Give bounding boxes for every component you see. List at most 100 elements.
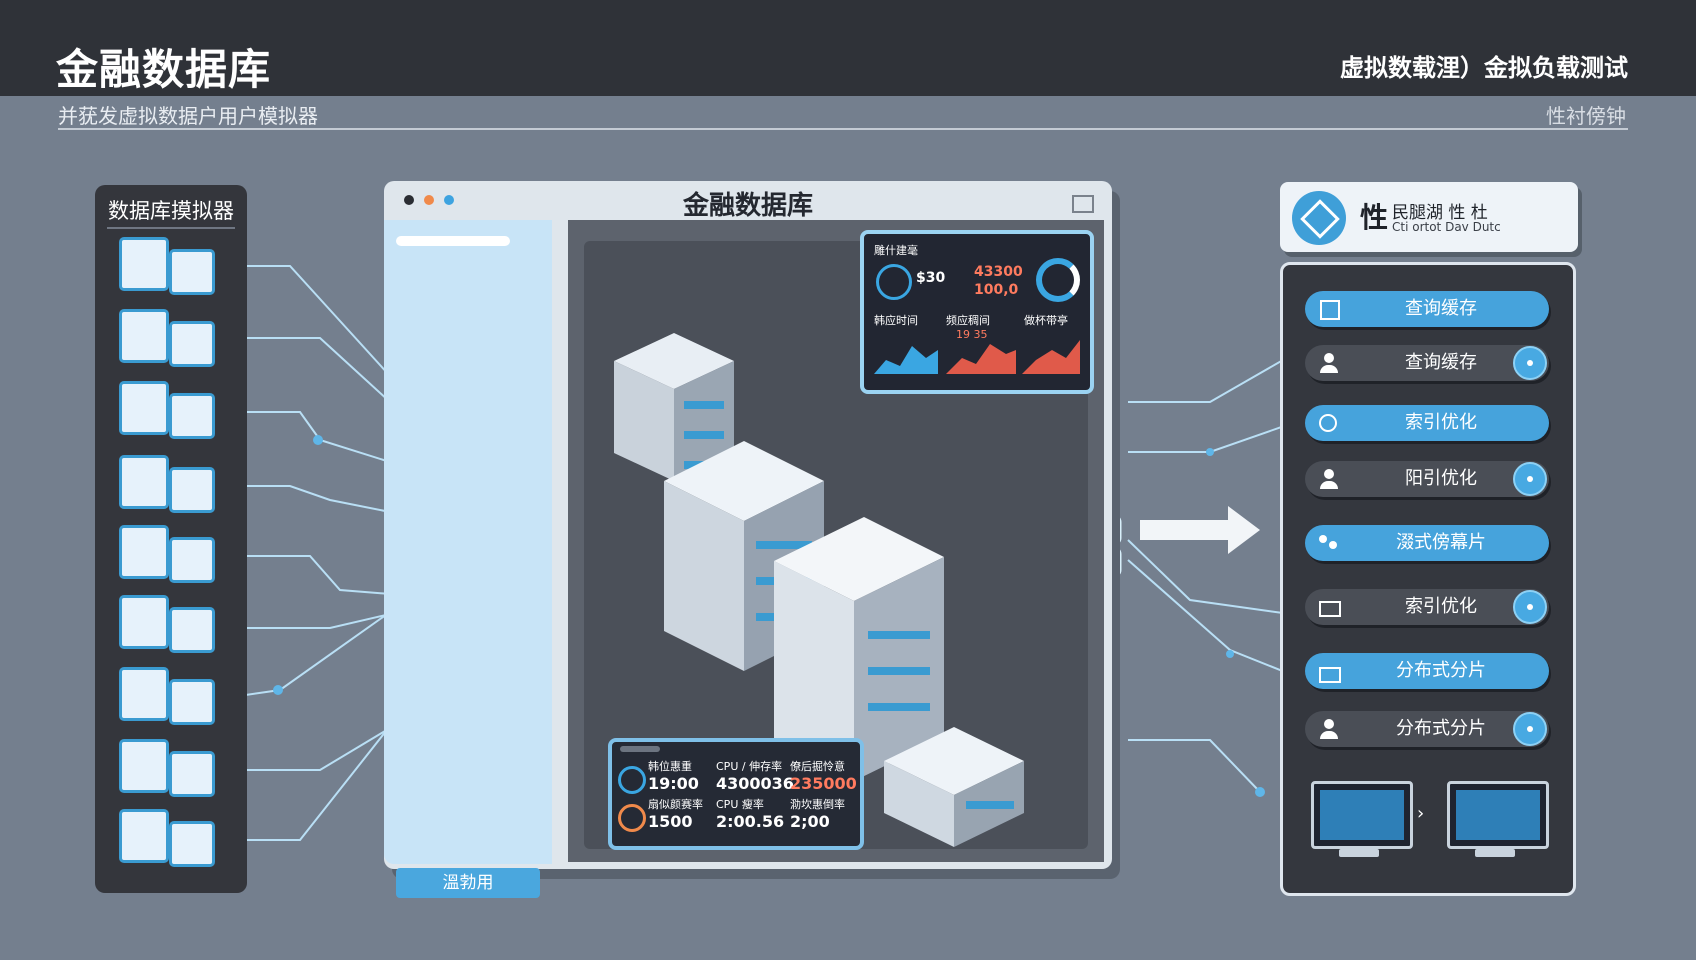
toggle-knob[interactable] [1513,590,1547,624]
window-dots-icon [620,746,660,752]
server-cluster-graphic [614,333,1024,847]
option-query-cache-toggle[interactable]: 查询缓存 [1305,345,1549,381]
user-card[interactable] [119,455,219,513]
option-label: 查询缓存 [1405,298,1477,319]
server-tower-icon [774,517,944,781]
option-distributed-sharding[interactable]: 分布式分片 [1305,653,1549,689]
user-avatar-icon [169,679,215,725]
start-button[interactable]: 溫勃用 [396,868,540,898]
user-icon [1317,351,1341,375]
database-cube-icon [1292,191,1346,245]
monitor-stand [1339,849,1379,857]
metric-label: CPU 瘦率 [716,798,764,811]
toggle-knob[interactable] [1513,712,1547,746]
user-simulator-title: 数据库摸拟器 [108,199,234,223]
user-avatar-icon [169,821,215,867]
panel-divider [107,227,235,229]
option-query-cache[interactable]: 查询缓存 [1305,291,1549,327]
report-icon [1317,297,1341,321]
optimization-panel: 查询缓存 查询缓存 索引优化 阳引优化 涰式傍幕片 索引优化 分布式分片 分布式… [1280,262,1576,896]
user-avatar-icon [119,739,169,793]
optimization-header: 性 民腿湖 性 杜 Cti ortot Dav Dutc [1280,182,1578,252]
option-label: 涰式傍幕片 [1396,532,1486,553]
metric-value: 2;00 [790,812,830,831]
metric-label: 扇似颜赛率 [648,798,703,811]
option-label: 索引优化 [1405,596,1477,617]
metric-value: $30 [916,270,946,286]
user-card[interactable] [119,809,219,867]
user-card[interactable] [119,739,219,797]
user-avatar-icon [119,237,169,291]
metric-value: 4300036 [716,774,794,793]
page-subtitle: 并莸发虚拟数据户用户模拟器 [58,104,318,128]
maximize-dot-icon[interactable] [444,195,454,205]
user-card[interactable] [119,237,219,295]
option-label: 查询缓存 [1405,352,1477,373]
metric-value: 2:00.56 [716,812,785,831]
monitor-icon [1447,781,1549,849]
metrics-dashboard-bottom: 韩位惠重 19:00 扇似颜赛率 1500 CPU / 伸存率 4300036 … [608,738,864,850]
minimize-dot-icon[interactable] [424,195,434,205]
user-card[interactable] [119,525,219,583]
dashboard-title: 雕什建毫 [874,244,918,257]
briefcase-icon [1317,659,1341,683]
option-label: 分布式分片 [1396,660,1486,681]
option-label: 索引优化 [1405,412,1477,433]
user-avatar-icon [119,525,169,579]
metric-value: 19:00 [648,774,699,793]
timer-icon [618,804,646,832]
donut-chart-icon [1036,258,1080,302]
window-title: 金融数据库 [682,191,813,221]
option-label: 阳引优化 [1405,468,1477,489]
metric-value: 1500 [648,812,693,831]
sidebar-header-bar [396,236,510,246]
user-avatar-icon [119,667,169,721]
rate-label: 频应稠间 [946,314,990,327]
metric-label: 泐坎惠倒率 [790,798,845,811]
close-dot-icon[interactable] [404,195,414,205]
user-avatar-icon [169,751,215,797]
client-sidebar: 溫勃用 [384,220,552,898]
page-title: 金融数据库 [56,45,272,94]
metric-label: 韩位惠重 [648,760,692,773]
user-avatar-icon [119,381,169,435]
response-time-label: 韩应时间 [874,314,918,327]
user-card[interactable] [119,595,219,653]
user-avatar-icon [169,393,215,439]
user-card[interactable] [119,667,219,725]
user-avatar-icon [169,467,215,513]
metric-label: 僚后掘怜意 [790,760,845,773]
metric-value: 43300 [974,264,1023,280]
option-index-toggle[interactable]: 阳引优化 [1305,461,1549,497]
trend-chart-icon [874,340,1080,374]
chevron-right-icon: › [1417,803,1425,824]
server-stack-icon [614,333,734,481]
monitor-icon [1311,781,1413,849]
server-box-icon [884,727,1024,847]
subtitle-right: 性衬傍钟 [1546,104,1626,128]
toggle-knob[interactable] [1513,346,1547,380]
option-label: 分布式分片 [1396,718,1486,739]
gauge-icon [876,264,912,300]
user-card[interactable] [119,309,219,367]
metrics-dashboard-top: 雕什建毫 $30 43300 100,0 韩应时间 频应稠间 做杯带亭 19 3… [860,230,1094,394]
user-avatar-icon [119,309,169,363]
database-window: 金融数据库 溫勃用 [384,181,1112,898]
timer-icon [618,766,646,794]
user-avatar-icon [119,809,169,863]
header-main-char: 性 [1360,201,1389,234]
group-icon [1317,531,1341,555]
user-avatar-icon [169,607,215,653]
user-icon [1317,467,1341,491]
top-bar [0,0,1696,96]
option-index-toggle-2[interactable]: 索引优化 [1305,589,1549,625]
subtitle-divider [58,128,1628,130]
window-restore-icon[interactable] [1072,195,1094,213]
option-index-optimization[interactable]: 索引优化 [1305,405,1549,441]
option-sharding-mode[interactable]: 涰式傍幕片 [1305,525,1549,561]
right-metric-label: 做杯带亭 [1024,314,1068,327]
user-card[interactable] [119,381,219,439]
toggle-knob[interactable] [1513,462,1547,496]
option-distributed-toggle[interactable]: 分布式分片 [1305,711,1549,747]
metric-value: 235000 [790,774,857,793]
